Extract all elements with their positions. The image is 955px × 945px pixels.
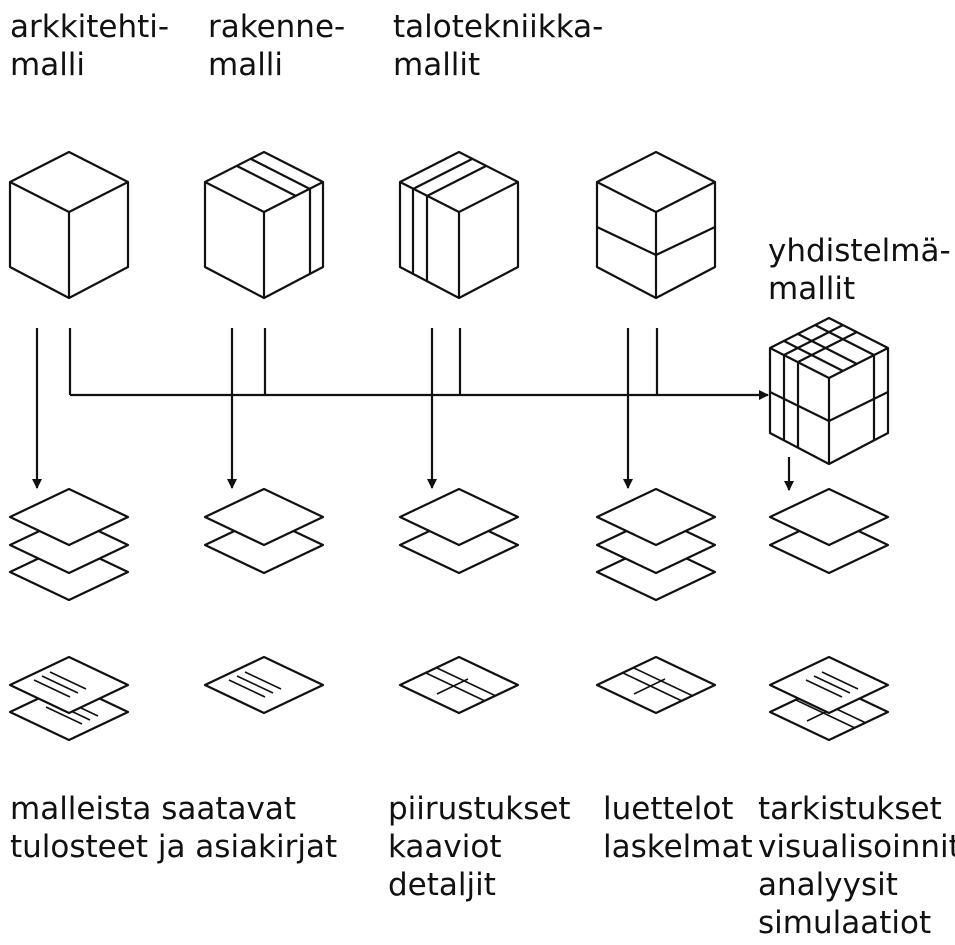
mep-sheet-stack-icon bbox=[398, 487, 520, 575]
architect-model-cube-icon bbox=[8, 150, 130, 300]
combined-model-cube-icon bbox=[768, 316, 890, 466]
structural-model-cube-icon bbox=[203, 150, 325, 300]
table-sheet-icon bbox=[595, 655, 717, 715]
text-documents-icon bbox=[8, 655, 130, 742]
mep-model-cube-icon bbox=[398, 150, 520, 300]
structural-sheet-stack-icon bbox=[203, 487, 325, 575]
label-checks: tarkistukset visualisoinnit analyysit si… bbox=[758, 791, 955, 941]
label-mep-models: talotekniikka- mallit bbox=[393, 9, 604, 83]
drawing-sheet-icon bbox=[398, 655, 520, 715]
fourth-sheet-stack-icon bbox=[595, 487, 717, 602]
label-lists: luettelot laskelmat bbox=[603, 791, 753, 865]
architect-sheet-stack-icon bbox=[8, 487, 130, 602]
text-document-icon bbox=[203, 655, 325, 715]
label-drawings: piirustukset kaaviot detaljit bbox=[388, 791, 571, 903]
label-combined-models: yhdistelmä- mallit bbox=[768, 233, 951, 307]
label-architect-model: arkkitehti- malli bbox=[10, 9, 170, 83]
fourth-model-cube-icon bbox=[595, 150, 717, 300]
connector-lines bbox=[32, 328, 794, 491]
analysis-documents-icon bbox=[768, 655, 890, 742]
label-model-outputs: malleista saatavat tulosteet ja asiakirj… bbox=[10, 791, 338, 865]
combined-sheet-stack-icon bbox=[768, 487, 890, 575]
label-structural-model: rakenne- malli bbox=[208, 9, 346, 83]
